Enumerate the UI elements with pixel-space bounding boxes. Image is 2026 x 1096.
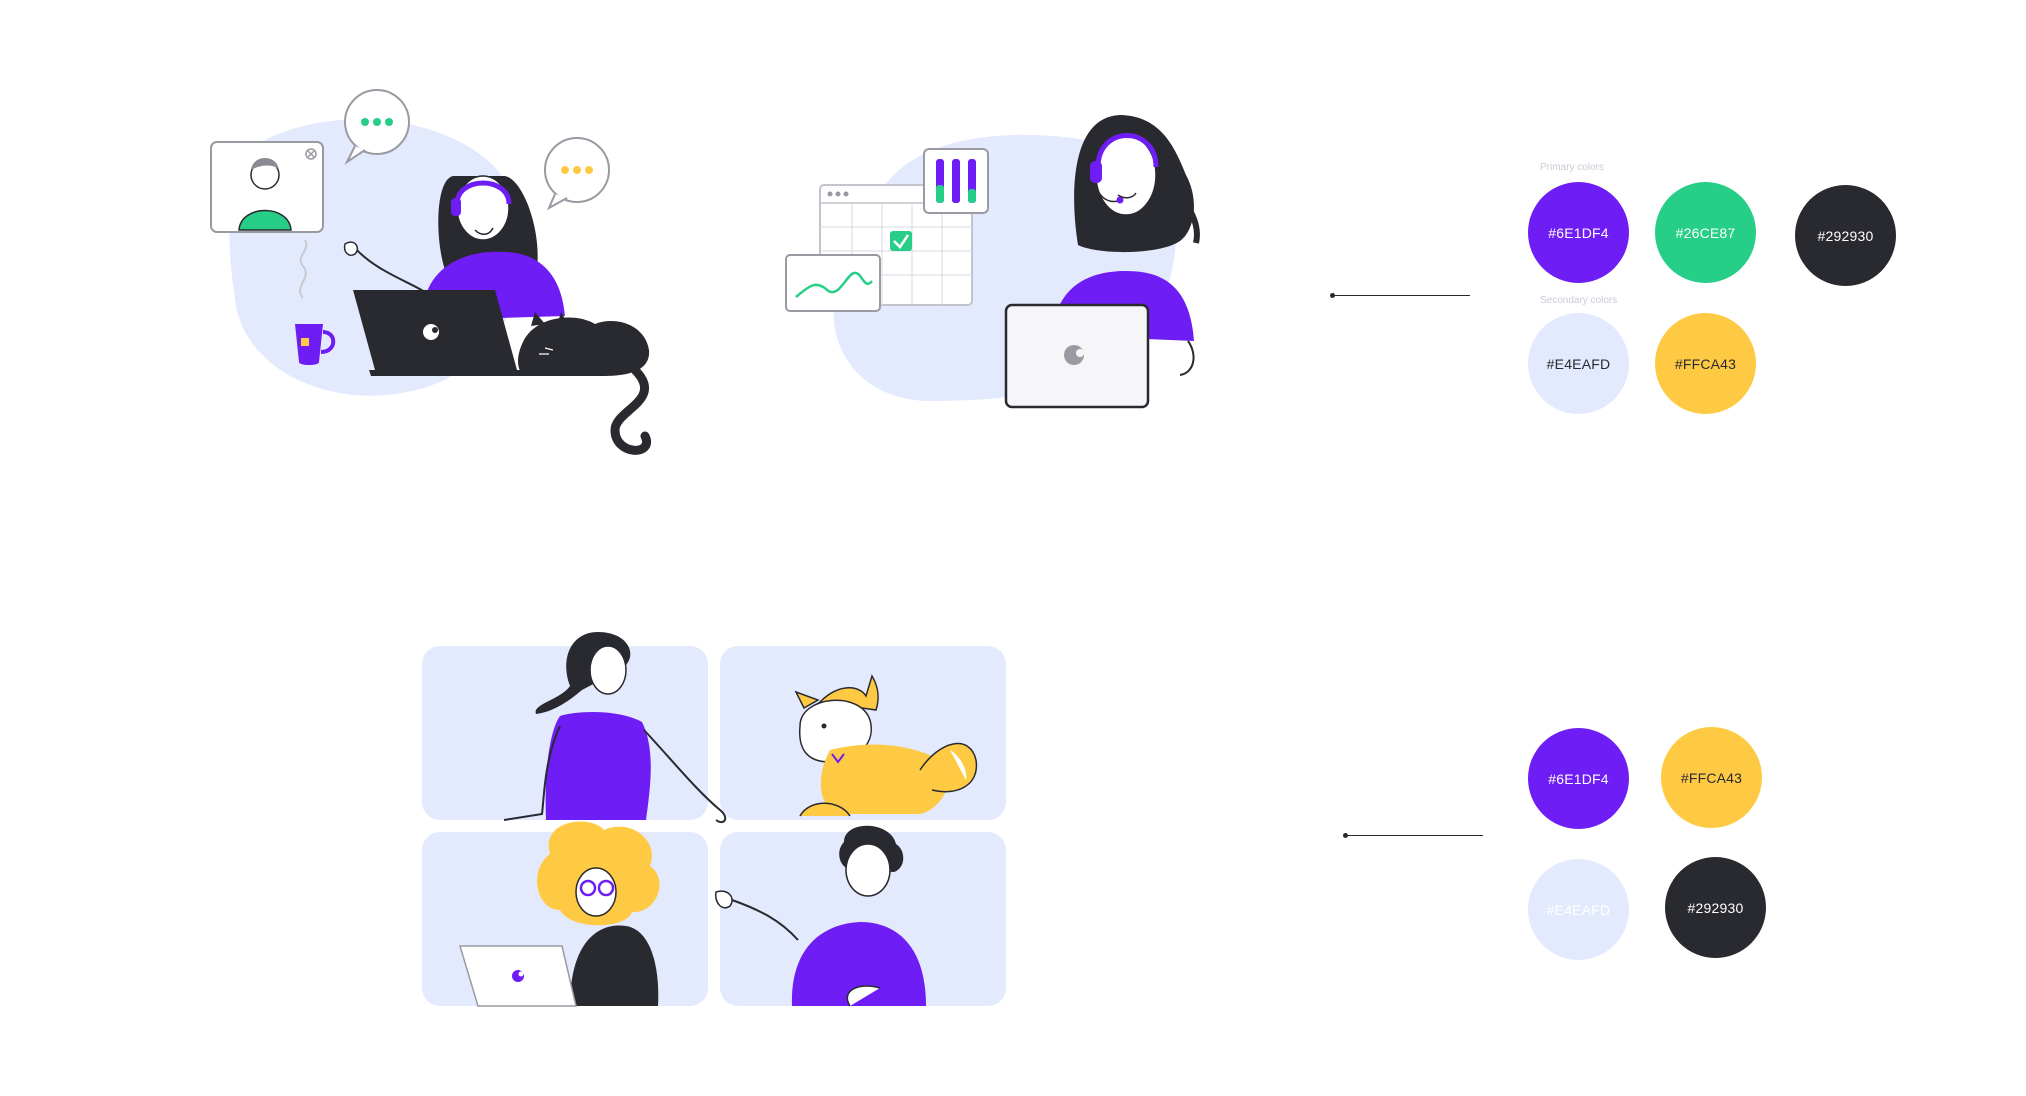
swatch-green-label: #26CE87 — [1675, 224, 1736, 241]
support-agent-scene — [785, 115, 1200, 409]
video-grid-scene — [422, 632, 1006, 1007]
illustration-remote-call — [205, 80, 665, 470]
speech-bubble-green-icon — [344, 89, 410, 165]
connector-line-top — [1330, 293, 1470, 298]
swatch-2-purple: #6E1DF4 — [1528, 728, 1629, 829]
illustration-support-agent — [780, 105, 1250, 415]
primary-colors-label: Primary colors — [1540, 162, 1604, 173]
curly-hair-person-figure — [458, 821, 660, 1007]
swatch-light: #E4EAFD — [1528, 313, 1629, 414]
mug-icon — [295, 324, 336, 365]
swatch-light-label: #E4EAFD — [1546, 355, 1611, 372]
video-tile-bottom-right — [720, 832, 1006, 1006]
video-call-window-icon — [210, 141, 324, 233]
bar-chart-card-icon — [923, 148, 989, 214]
swatch-purple-label: #6E1DF4 — [1548, 224, 1609, 241]
swatch-yellow: #FFCA43 — [1655, 313, 1756, 414]
secondary-colors-label: Secondary colors — [1540, 295, 1618, 306]
laptop-icon — [353, 290, 545, 376]
woman-standing-figure — [503, 632, 727, 824]
connector-line-bottom — [1343, 833, 1483, 838]
remote-call-scene — [210, 89, 651, 455]
illustration-video-grid — [420, 630, 1010, 1020]
swatch-2-light-label: #E4EAFD — [1546, 901, 1611, 918]
line-chart-card-icon — [785, 254, 881, 312]
swatch-purple: #6E1DF4 — [1528, 182, 1629, 283]
cat-icon — [518, 312, 651, 455]
speech-bubble-yellow-icon — [544, 137, 610, 211]
swatch-dark-label: #292930 — [1817, 227, 1874, 244]
swatch-yellow-label: #FFCA43 — [1674, 355, 1737, 372]
swatch-dark: #292930 — [1795, 185, 1896, 286]
man-gesturing-figure — [714, 825, 926, 1007]
swatch-2-dark-label: #292930 — [1687, 899, 1744, 916]
swatch-2-light: #E4EAFD — [1528, 859, 1629, 960]
swatch-green: #26CE87 — [1655, 182, 1756, 283]
swatch-2-yellow-label: #FFCA43 — [1680, 769, 1743, 786]
swatch-2-yellow: #FFCA43 — [1661, 727, 1762, 828]
swatch-2-purple-label: #6E1DF4 — [1548, 770, 1609, 787]
swatch-2-dark: #292930 — [1665, 857, 1766, 958]
corgi-dog-figure — [794, 674, 978, 817]
laptop-light-icon — [1004, 303, 1150, 409]
